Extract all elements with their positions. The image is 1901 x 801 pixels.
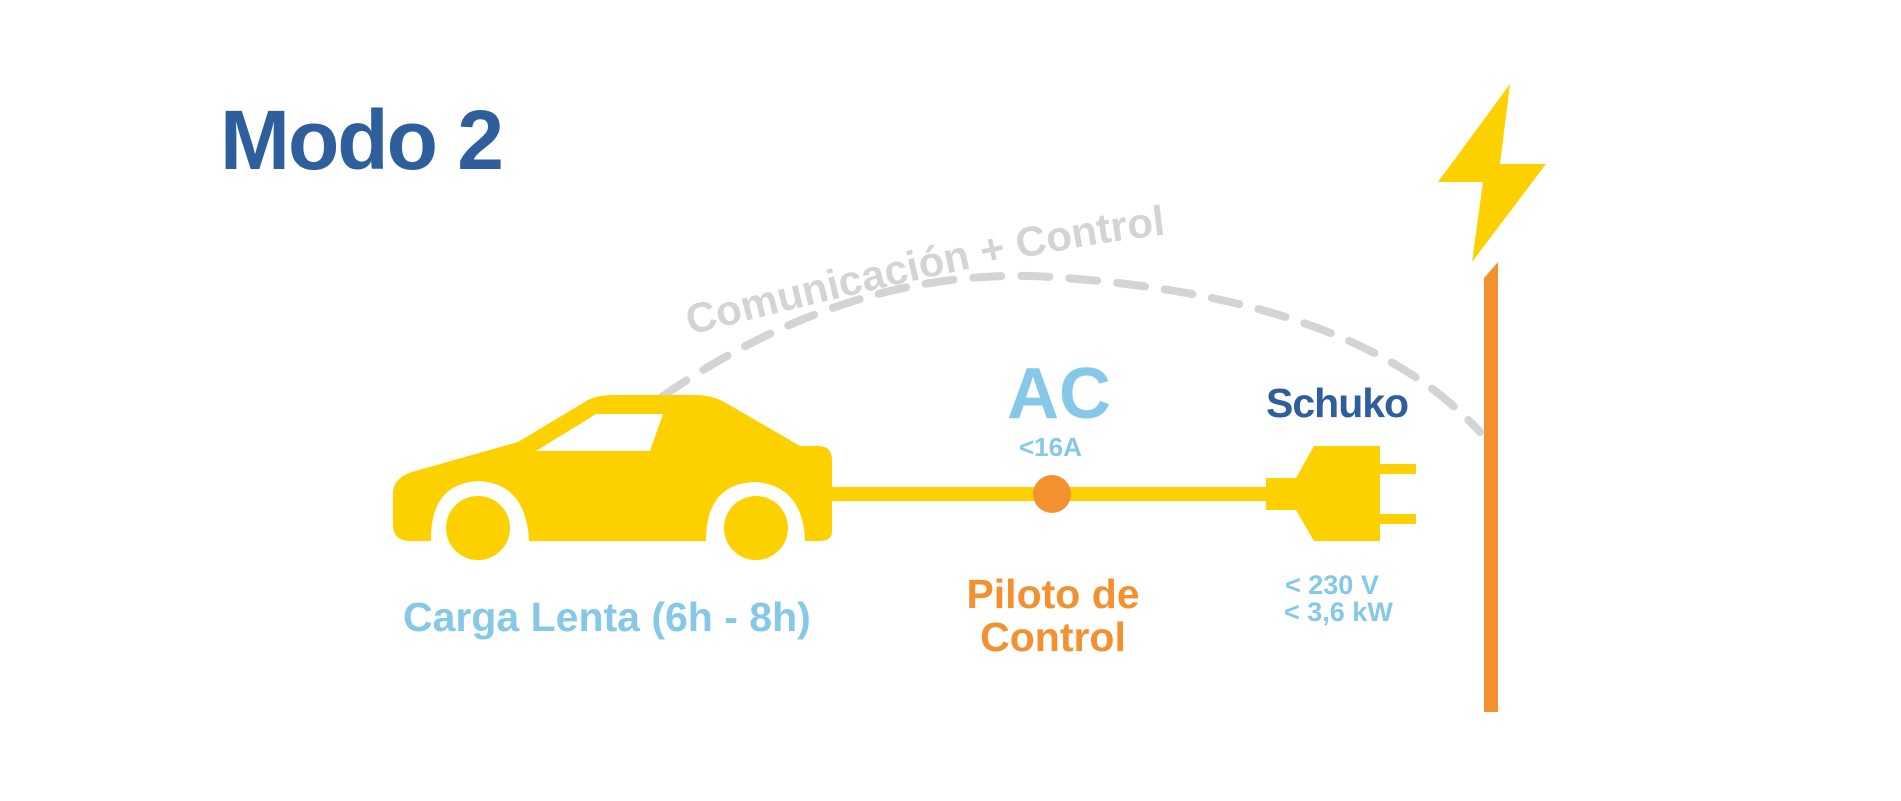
diagram-title: Modo 2 <box>220 93 504 187</box>
lightning-bolt-icon <box>1438 84 1546 262</box>
communication-arc <box>659 271 1484 436</box>
grid-pole <box>1484 262 1498 712</box>
power-label: < 3,6 kW <box>1284 597 1393 627</box>
schuko-plug-icon <box>1266 446 1416 541</box>
car-icon <box>393 395 832 560</box>
pilot-label: Piloto de Control <box>966 571 1140 661</box>
charge-speed-label: Carga Lenta (6h - 8h) <box>403 594 811 640</box>
current-limit-label: <16A <box>1019 432 1082 462</box>
communication-label: Comunicación + Control <box>681 197 1167 344</box>
current-type-label: AC <box>1007 354 1111 434</box>
connector-label: Schuko <box>1266 380 1409 426</box>
pilot-dot-icon <box>1033 475 1071 513</box>
voltage-label: < 230 V <box>1285 570 1379 600</box>
